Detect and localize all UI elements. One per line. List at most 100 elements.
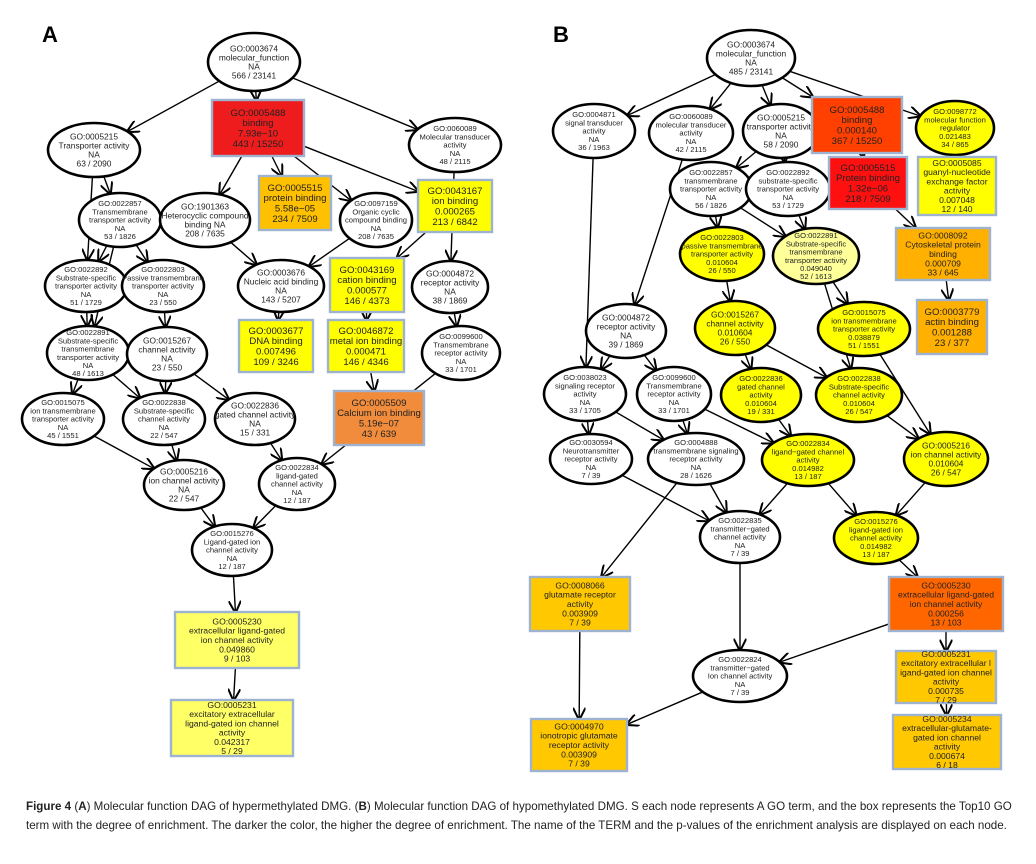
- node-label-line: GO:0015276: [854, 517, 898, 526]
- node-label-line: signaling receptor: [555, 381, 615, 390]
- node-label-line: NA: [371, 224, 382, 233]
- node-label-line: 26 / 550: [708, 266, 735, 275]
- node-label-line: 0.000735: [928, 686, 964, 696]
- node-ellipse: [213, 391, 297, 447]
- node-label-line: gated ion channel: [913, 732, 981, 742]
- node-ellipse: [548, 432, 634, 486]
- node-label-line: NA: [292, 488, 303, 497]
- node-label-line: NA: [686, 137, 697, 146]
- node-label-line: GO:0005230: [212, 616, 261, 626]
- node-label-line: 0.042317: [214, 737, 250, 747]
- node-label-line: transporter activity: [55, 282, 117, 291]
- node-label-line: GO:0099600: [439, 332, 483, 341]
- node-label-line: GO:0022803: [700, 233, 744, 242]
- node-ellipse: [158, 191, 252, 249]
- dag-edge: [780, 623, 890, 662]
- node-label-line: GO:0003677: [249, 326, 304, 337]
- go-term-node: GO:0005234extracellular-glutamate-gated …: [891, 714, 1003, 770]
- node-box: [528, 575, 632, 633]
- node-label-line: activity: [944, 186, 971, 196]
- dag-edge: [193, 373, 229, 400]
- node-ellipse: [832, 510, 920, 566]
- dag-edge: [269, 442, 281, 460]
- node-label-line: Substrate-specific: [786, 239, 847, 248]
- node-label-line: igand-gated ion channel: [900, 667, 992, 677]
- dag-edge: [112, 373, 140, 398]
- node-label-line: ligand-gated ion channel: [185, 718, 279, 728]
- node-label-line: NA: [589, 135, 600, 144]
- node-label-line: 5 / 29: [221, 746, 243, 756]
- node-label-line: transmembrane: [789, 248, 842, 257]
- node-label-line: 218 / 7509: [845, 194, 890, 205]
- dag-edge: [894, 208, 915, 228]
- node-label-line: DNA binding: [249, 336, 302, 347]
- node-label-line: GO:0015276: [210, 529, 254, 538]
- dag-edge: [292, 77, 417, 130]
- node-label-line: 0.014982: [860, 542, 892, 551]
- node-label-line: receptor activity: [421, 277, 480, 287]
- node-label-line: 52 / 1613: [800, 272, 832, 281]
- node-label-line: Heterocyclic compound: [161, 210, 248, 220]
- node-label-line: GO:0003674: [230, 43, 278, 53]
- node-label-line: binding: [929, 249, 957, 259]
- node-label-line: receptor activity: [549, 740, 610, 750]
- dag-edge: [135, 244, 147, 262]
- node-label-line: GO:0022838: [837, 374, 881, 383]
- node-box: [810, 95, 904, 155]
- node-label-line: GO:0005515: [268, 183, 323, 194]
- dag-edge: [827, 482, 856, 515]
- node-ellipse: [410, 259, 490, 315]
- node-label-line: 26 / 550: [720, 337, 751, 347]
- node-label-line: NA: [669, 398, 680, 407]
- node-label-line: 7.93e−10: [238, 129, 278, 140]
- node-label-line: GO:0043169: [340, 265, 395, 276]
- dag-edge: [898, 559, 917, 577]
- dag-edge: [254, 505, 277, 529]
- node-label-line: Ligand-gated ion: [204, 537, 261, 546]
- node-label-line: NA: [783, 193, 794, 202]
- node-label-line: binding: [243, 118, 274, 129]
- node-label-line: binding NA: [185, 219, 226, 229]
- node-label-line: 12 / 187: [283, 496, 310, 505]
- node-label-line: Substrate-specific: [134, 406, 195, 415]
- node-box: [529, 717, 629, 773]
- node-label-line: signal transducer: [565, 118, 623, 127]
- node-label-line: 33 / 1705: [569, 406, 601, 415]
- node-ellipse: [190, 522, 274, 578]
- node-label-line: 45 / 1551: [47, 431, 79, 440]
- node-label-line: Cytoskeletal protein: [905, 240, 981, 250]
- node-label-line: GO:0030594: [569, 438, 613, 447]
- node-label-line: actin binding: [925, 317, 979, 328]
- dag-edge: [454, 312, 456, 326]
- node-label-line: 22 / 547: [150, 431, 177, 440]
- node-label-line: ion channel activity: [910, 599, 983, 609]
- node-label-line: 234 / 7509: [272, 214, 317, 225]
- node-label-line: transporter activity: [833, 325, 895, 334]
- node-label-line: 443 / 15250: [233, 139, 284, 150]
- dag-edge: [704, 408, 774, 443]
- node-label-line: transporter activity: [32, 415, 94, 424]
- node-label-line: gated channel activity: [215, 409, 296, 419]
- node-ellipse: [46, 121, 142, 179]
- node-label-line: 13 / 103: [930, 618, 961, 628]
- node-label-line: GO:0008066: [555, 580, 604, 590]
- node-ellipse: [914, 99, 996, 157]
- node-ellipse: [814, 366, 904, 424]
- node-label-line: GO:0005515: [841, 163, 896, 174]
- node-label-line: 7 / 39: [731, 688, 750, 697]
- node-label-line: 19 / 331: [747, 407, 774, 416]
- node-label-line: 51 / 1551: [848, 341, 880, 350]
